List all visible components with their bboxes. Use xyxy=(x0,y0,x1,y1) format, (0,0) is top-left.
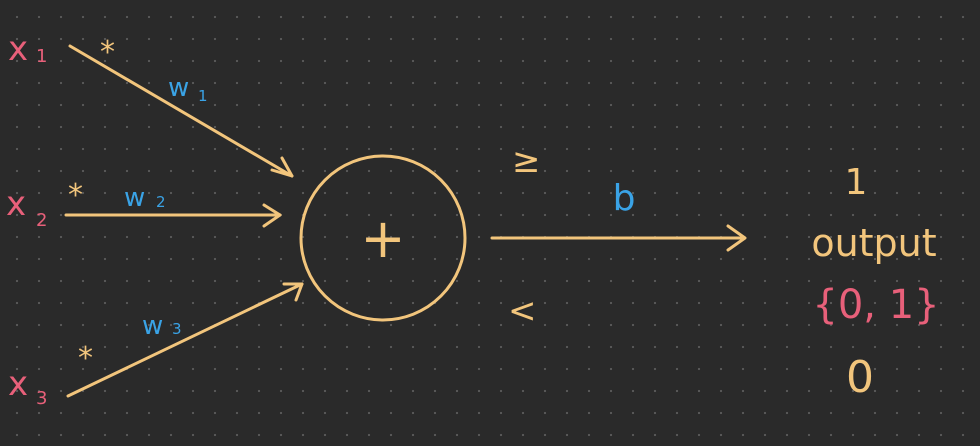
weight-w1: w xyxy=(168,73,189,103)
lt-symbol: < xyxy=(508,291,537,331)
output-high: 1 xyxy=(845,162,868,203)
arrowhead-x2 xyxy=(262,203,282,228)
input-x1-sub: 1 xyxy=(36,46,47,67)
weight-w3-sub: 3 xyxy=(172,320,182,338)
input-x3-sub: 3 xyxy=(36,388,47,409)
output-low: 0 xyxy=(846,352,874,403)
input-x3-multiply: * xyxy=(78,341,93,376)
arrowhead-x3 xyxy=(282,282,304,302)
input-x2-sub: 2 xyxy=(36,210,47,231)
output-set: {0, 1} xyxy=(812,282,939,328)
input-x2-multiply: * xyxy=(68,178,83,213)
input-x3-var: x xyxy=(8,364,28,404)
threshold-b: b xyxy=(613,178,636,219)
weight-w2-sub: 2 xyxy=(156,193,166,211)
summation-node xyxy=(299,154,467,322)
weight-w1-sub: 1 xyxy=(198,87,208,105)
arrowhead-x1 xyxy=(270,156,294,178)
input-x1-var: x xyxy=(8,29,28,69)
edge-x3 xyxy=(66,282,304,398)
edge-x1 xyxy=(68,44,294,178)
plus-symbol: + xyxy=(360,207,405,270)
weight-w3: w xyxy=(142,311,163,341)
gte-symbol: ≥ xyxy=(512,141,541,181)
output-label: output xyxy=(811,221,936,265)
input-x2-var: x xyxy=(6,184,26,224)
input-x1-multiply: * xyxy=(100,35,115,70)
weight-w2: w xyxy=(124,183,145,213)
arrowhead-output xyxy=(726,224,747,252)
